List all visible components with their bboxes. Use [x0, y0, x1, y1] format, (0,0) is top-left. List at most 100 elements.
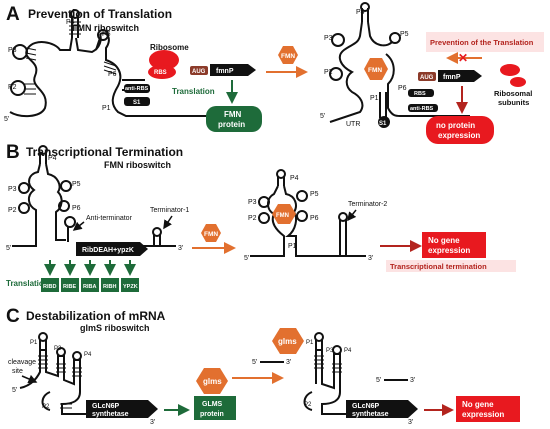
translation-label: Translation	[172, 87, 215, 96]
prevention-bg	[426, 32, 544, 52]
glms-riboswitch-right	[303, 332, 350, 415]
c-stem-p4: P4	[84, 352, 92, 358]
fmn-protein-line2: protein	[218, 120, 245, 129]
no-protein-line1: no protein	[436, 121, 475, 130]
fmn-stem-ticks	[24, 21, 117, 95]
gene-ribe: RIBE	[63, 284, 76, 290]
anti-rbs-box	[124, 84, 150, 93]
c-right-three-prime: 3'	[408, 419, 413, 426]
ribosome-large-subunit	[149, 50, 179, 70]
termination-bg	[386, 260, 516, 272]
ribosomal-subunit-small	[510, 77, 526, 87]
glms-right-ticks	[314, 355, 342, 373]
gene-ypzk: YPZK	[123, 284, 138, 290]
panel-b-letter: B	[6, 142, 20, 163]
anti-rbs-label: anti-RBS	[125, 86, 149, 92]
glcn6p-line1: GLcN6P	[92, 403, 120, 410]
b-right-p3: P3	[248, 199, 257, 206]
right-fmnp-arrow	[438, 70, 482, 82]
c-five-prime: 5'	[12, 387, 17, 394]
c-stem-p2: P2	[42, 404, 50, 410]
glms-protein-line1: GLMS	[202, 401, 223, 408]
b-translation-label: Translation	[6, 279, 49, 288]
fmnp-gene-arrow	[210, 64, 256, 76]
glms-protein-line2: protein	[200, 411, 224, 418]
stem-label-p6: P6	[108, 71, 117, 78]
subunits-line1: Ribosomal	[494, 89, 532, 98]
panel-c-title: Destabilization of mRNA	[26, 309, 166, 323]
translation-arrows	[44, 260, 136, 276]
c-cut-five: 5'	[376, 377, 381, 384]
b-five-prime: 5'	[6, 245, 11, 252]
right-p1-label: P1	[370, 95, 379, 102]
c-stem-p3: P3	[54, 346, 62, 352]
fmnp-label: fmnP	[216, 68, 234, 75]
right-rbs-label: RBS	[414, 91, 426, 97]
right-s1-circle	[378, 116, 390, 128]
c-right-p1: P1	[306, 340, 314, 346]
right-s1-label: S1	[379, 121, 387, 127]
right-fmnp-label: fmnP	[443, 74, 461, 81]
gene-riba: RIBA	[83, 284, 96, 290]
c-frag-five: 5'	[252, 359, 257, 366]
fmn-riboswitch-bound	[329, 2, 470, 123]
aug-label: AUG	[192, 69, 206, 75]
panel-b: B Transcriptional Termination FMN ribosw…	[6, 142, 516, 292]
utr-label: UTR	[346, 121, 360, 128]
b-fmn-label: FMN	[204, 231, 218, 238]
panel-a: A Prevention of Translation FMN riboswit…	[4, 2, 544, 144]
aug-box	[190, 66, 208, 75]
glms-protein-box	[194, 396, 236, 420]
c-three-prime: 3'	[150, 419, 155, 426]
b-stem-p6: P6	[72, 205, 81, 212]
glcn6p-line2: synthetase	[92, 411, 129, 418]
b-right-p2: P2	[248, 215, 257, 222]
right-stem-p2: P2	[324, 69, 333, 76]
ribosome-small-subunit	[148, 65, 176, 79]
fmn-ligand-hexagon	[278, 46, 298, 64]
c-right-p2: P2	[304, 402, 312, 408]
right-glcn6p-line1: GLcN6P	[352, 403, 380, 410]
right-anti-rbs-label: anti-RBS	[410, 106, 434, 112]
ribosome-label: Ribosome	[150, 43, 189, 52]
b-right-p4: P4	[290, 175, 299, 182]
b-three-prime: 3'	[178, 245, 183, 252]
anti-terminator-label: Anti-terminator	[86, 215, 133, 222]
b-right-five-prime: 5'	[244, 255, 249, 262]
five-prime-label: 5'	[4, 116, 9, 123]
c-glms-label: glms	[203, 377, 222, 386]
c-right-glms-label: glms	[278, 337, 297, 346]
right-stem-p5: P5	[400, 31, 409, 38]
stem-label-p5: P5	[102, 31, 111, 38]
cleavage-line2: site	[12, 368, 23, 375]
b-right-p1: P1	[288, 243, 297, 250]
panel-a-subtitle: FMN riboswitch	[72, 23, 139, 33]
gene-ribh: RIBH	[103, 284, 116, 290]
fmn-ligand-label: FMN	[281, 53, 295, 60]
c-glms-hexagon	[196, 368, 228, 394]
right-stem-p3: P3	[324, 35, 333, 42]
panel-c-letter: C	[6, 306, 20, 327]
right-stem-p6: P6	[398, 85, 407, 92]
ribosomal-subunit-large	[500, 64, 520, 76]
terminator2-label: Terminator-2	[348, 201, 387, 208]
fmn-protein-line1: FMN	[224, 110, 242, 119]
right-five-prime: 5'	[320, 113, 325, 120]
panel-c: C Destabilization of mRNA glmS riboswitc…	[6, 306, 520, 426]
c-frag-three: 3'	[286, 359, 291, 366]
right-aug-label: AUG	[420, 75, 434, 81]
prevention-label: Prevention of the Translation	[430, 38, 534, 47]
right-stem-p4: P4	[356, 9, 365, 16]
b-right-p6: P6	[310, 215, 319, 222]
cleavage-line1: cleavage	[8, 359, 36, 366]
stem-label-p1: P1	[102, 105, 111, 112]
b-stem-p2: P2	[8, 207, 17, 214]
terminator1-hairpin	[140, 227, 176, 247]
glms-stem-ticks	[38, 355, 82, 409]
c-no-gene-line2: expression	[462, 410, 504, 419]
glcn6p-arrow	[86, 400, 158, 418]
b-fmn-hexagon	[201, 224, 221, 242]
b-bound-fmn-hexagon	[272, 204, 296, 224]
